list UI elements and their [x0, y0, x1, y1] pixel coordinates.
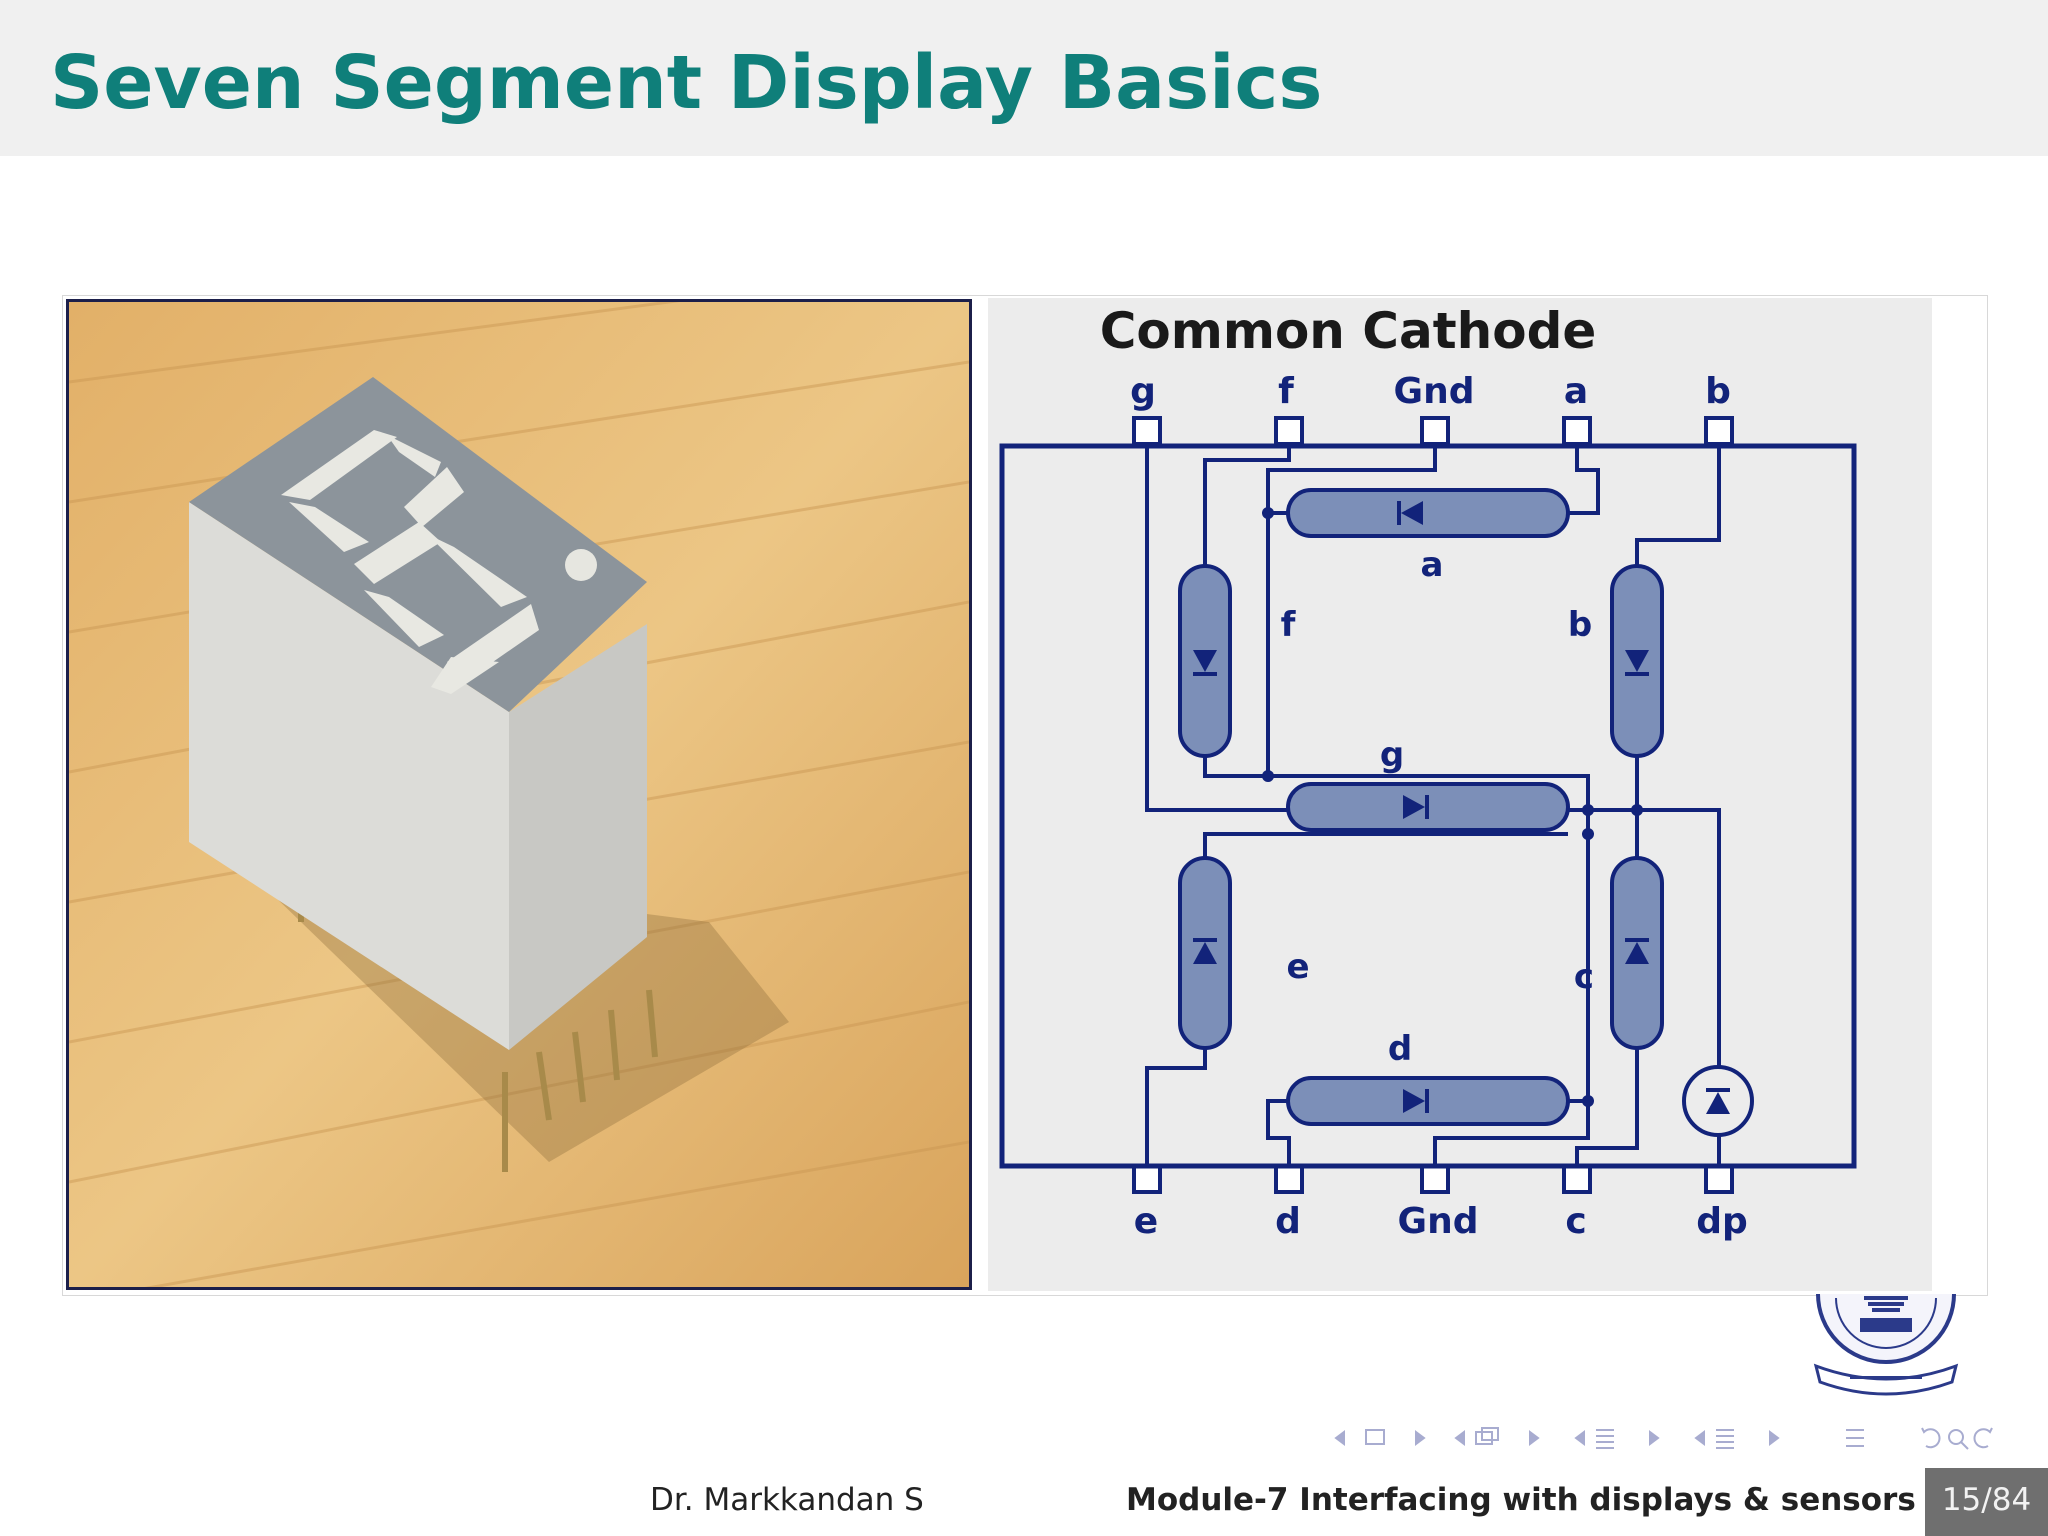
- pin-label-bottom: c: [1565, 1201, 1586, 1242]
- footer-module-title: Module-7 Interfacing with displays & sen…: [1126, 1482, 1916, 1518]
- footer-author: Dr. Markkandan S: [650, 1482, 924, 1518]
- pin-label-bottom: e: [1134, 1201, 1158, 1242]
- page-number: 15/84: [1941, 1482, 2032, 1518]
- seven-segment-photo: [66, 299, 972, 1290]
- segment-label-d: d: [1388, 1029, 1412, 1069]
- nav-doc-icon[interactable]: [1694, 1429, 1780, 1449]
- nav-prev-arrow-icon[interactable]: [1334, 1430, 1345, 1446]
- pin-label-top: g: [1130, 371, 1156, 412]
- pin-label-bottom: d: [1275, 1201, 1301, 1242]
- nav-next-arrow-icon[interactable]: [1415, 1430, 1426, 1446]
- slide-title: Seven Segment Display Basics: [50, 40, 1323, 126]
- segment-a: [1286, 488, 1570, 538]
- segment-label-c: c: [1574, 957, 1594, 997]
- page-number-box: 15/84: [1925, 1468, 2048, 1536]
- pin-label-top: Gnd: [1394, 371, 1475, 412]
- nav-forward-icon[interactable]: [1973, 1427, 1993, 1449]
- segment-label-g: g: [1380, 735, 1404, 775]
- title-bar: [0, 0, 2048, 156]
- nav-subsection-icon[interactable]: [1454, 1427, 1540, 1446]
- university-logo: [1806, 1288, 1966, 1408]
- pin-label-bottom: Gnd: [1398, 1201, 1479, 1242]
- nav-back-icon[interactable]: [1921, 1427, 1941, 1449]
- common-cathode-schematic: Common Cathode g f Gnd a b e d Gnd c dp: [988, 298, 1932, 1291]
- pin-label-top: a: [1564, 371, 1588, 412]
- pin-label-top: b: [1705, 371, 1731, 412]
- segment-label-b: b: [1568, 605, 1592, 645]
- schematic-heading: Common Cathode: [1100, 302, 1597, 360]
- pin-label-top: f: [1278, 371, 1294, 412]
- navigation-bar: [1320, 1420, 2036, 1456]
- segment-label-a: a: [1421, 545, 1444, 585]
- nav-align-icon[interactable]: [1846, 1429, 1864, 1447]
- pin-label-bottom: dp: [1696, 1201, 1748, 1242]
- segment-label-f: f: [1281, 605, 1297, 645]
- nav-section-icon[interactable]: [1574, 1429, 1660, 1449]
- nav-frame-icon[interactable]: [1365, 1429, 1385, 1445]
- segment-label-e: e: [1286, 947, 1309, 987]
- nav-search-icon[interactable]: [1948, 1429, 1969, 1450]
